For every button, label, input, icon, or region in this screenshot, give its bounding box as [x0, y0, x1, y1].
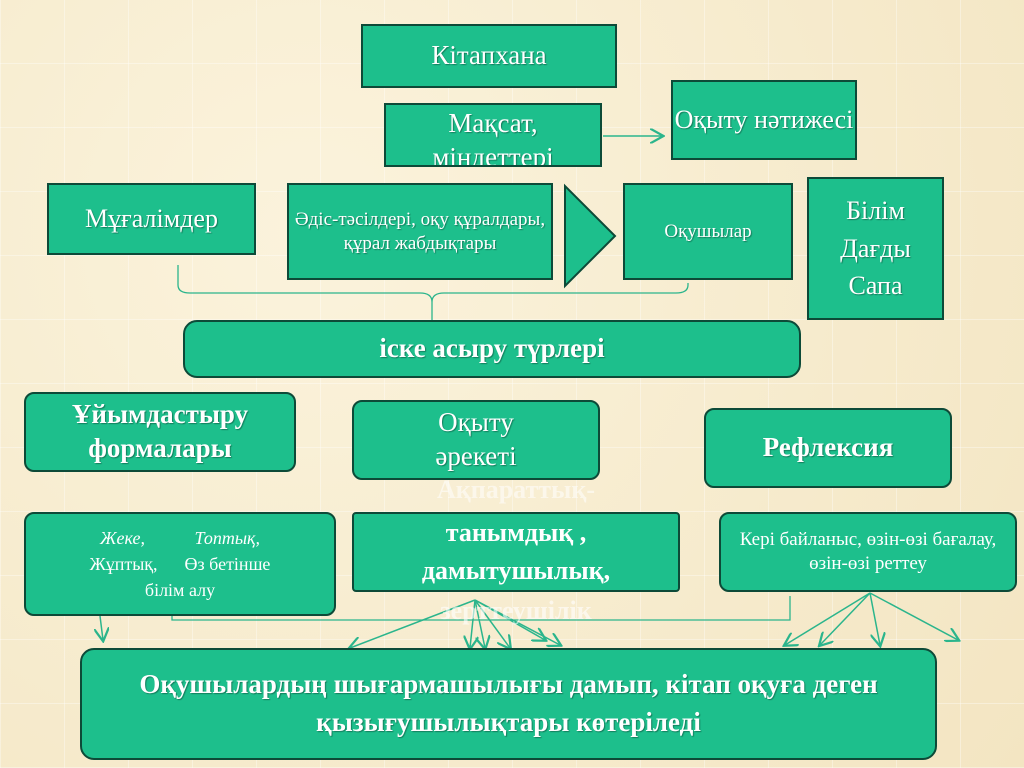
activity-types-line-2: танымдық , [445, 518, 587, 548]
node-reflection-label: Рефлексия [762, 432, 894, 463]
node-goals: Мақсат, міндеттері [384, 103, 602, 167]
node-result: Оқушылардың шығармашылығы дамып, кітап о… [80, 648, 937, 760]
forms-list-line-1: Жеке, Топтық, [100, 527, 260, 548]
arrow-feedback-c [869, 592, 958, 640]
arrow-result-b [474, 599, 485, 648]
node-goals-label: Мақсат, міндеттері [432, 108, 554, 167]
node-feedback-label: Кері байланыс, өзін-өзі бағалау, өзін-өз… [739, 529, 997, 574]
node-outcome: Оқыту нәтижесі [671, 80, 857, 160]
forms-list-line-3: білім алу [144, 580, 216, 601]
node-result-label: Оқушылардың шығармашылығы дамып, кітап о… [139, 669, 878, 737]
forms-list-line-2: Жұптық, Өз бетінше [89, 553, 271, 574]
arrow-result-left [100, 615, 103, 640]
node-reflection: Рефлексия [704, 408, 952, 488]
arrow-result-c [474, 599, 510, 648]
node-feedback: Кері байланыс, өзін-өзі бағалау, өзін-өз… [719, 512, 1017, 592]
node-learning-activity: Оқыту әрекеті [352, 400, 600, 480]
arrow-feedback-a [785, 592, 871, 645]
node-knowledge-label: Білім Дағды Сапа [840, 195, 911, 301]
node-students: Оқушылар [623, 183, 793, 280]
node-knowledge: Білім Дағды Сапа [807, 177, 944, 320]
chevron-right-icon [564, 183, 617, 289]
brace-bottom-row [171, 596, 791, 621]
activity-types-line-3: дамытушылық, [421, 556, 611, 585]
arrow-feedback-d [820, 592, 871, 645]
node-implementation-label: іске асыру түрлері [379, 333, 605, 364]
node-outcome-label: Оқыту нәтижесі [674, 104, 854, 134]
arrow-result-a [470, 599, 475, 648]
arrow-result-d [350, 599, 476, 648]
node-forms-list: Жеке, Топтық, Жұптық, Өз бетінше білім а… [24, 512, 336, 616]
node-learning-activity-label: Оқыту әрекеті [435, 407, 517, 471]
node-library: Кітапхана [361, 24, 617, 88]
node-methods-label: Әдіс-тәсілдері, оқу құралдары, құрал жаб… [294, 208, 546, 254]
arrow-result-f [474, 599, 545, 640]
node-teachers: Мұғалімдер [47, 183, 256, 255]
arrow-feedback-b [869, 592, 880, 645]
node-library-label: Кітапхана [431, 40, 547, 71]
node-org-forms: Ұйымдастыру формалары [24, 392, 296, 472]
node-org-forms-label: Ұйымдастыру формалары [71, 399, 249, 463]
node-methods: Әдіс-тәсілдері, оқу құралдары, құрал жаб… [287, 183, 553, 280]
node-activity-types: танымдық , дамытушылық, [352, 512, 680, 592]
node-teachers-label: Мұғалімдер [85, 203, 218, 233]
node-implementation: іске асыру түрлері [183, 320, 801, 378]
node-students-label: Оқушылар [664, 220, 752, 242]
